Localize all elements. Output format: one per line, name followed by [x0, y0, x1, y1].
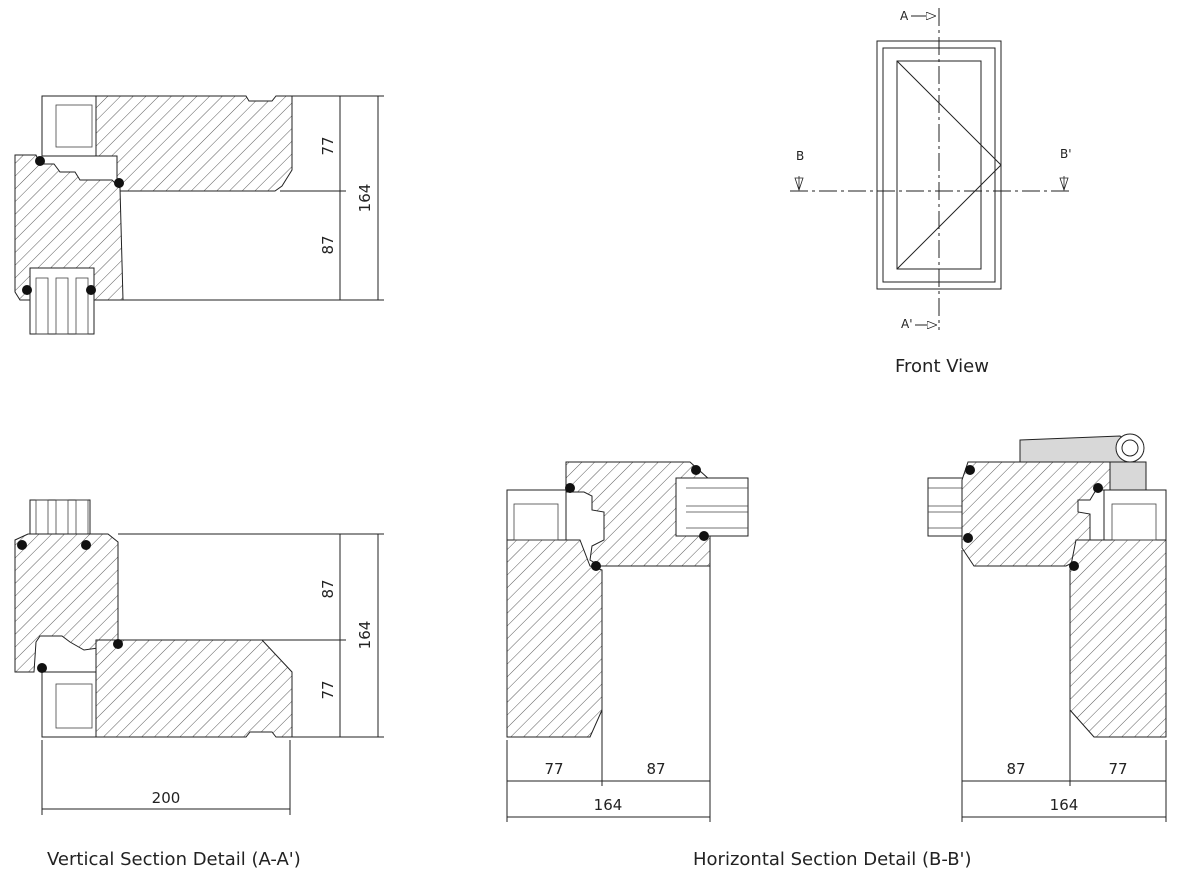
hsl-seal-3	[699, 531, 709, 541]
dim-width-200: 200	[152, 789, 181, 807]
hsl-chamber-inner	[513, 503, 559, 541]
dim-bottom-87: 87	[319, 579, 337, 598]
hsr-dim-164: 164	[1050, 796, 1079, 814]
hsl-seal-4	[591, 561, 601, 571]
head-chamber-inner	[55, 104, 93, 148]
sill-seal-4	[37, 663, 47, 673]
hsr-chamber-inner	[1111, 503, 1157, 541]
head-glazing	[29, 267, 95, 335]
head-seal-2	[114, 178, 124, 188]
sill-chamber-inner	[55, 683, 93, 729]
sill-seal-2	[81, 540, 91, 550]
front-view: A A' B B'	[790, 8, 1072, 331]
head-seal-3	[22, 285, 32, 295]
section-a-prime-label: A'	[901, 317, 913, 331]
horizontal-section-left: 77 87 164	[506, 461, 749, 822]
hsl-thermal-chamber	[506, 489, 567, 541]
caption-front-view: Front View	[895, 356, 989, 377]
vertical-section-bottom: 87 77 164 200	[14, 499, 384, 815]
section-b-label: B	[796, 149, 804, 163]
head-frame-profile	[95, 95, 293, 192]
sill-frame-profile	[95, 639, 293, 738]
hsr-seal-3	[1093, 483, 1103, 493]
vertical-section-top: 77 87 164	[14, 95, 384, 335]
head-seal-1	[35, 156, 45, 166]
section-b-arrow	[794, 176, 804, 192]
hsr-seal-2	[963, 533, 973, 543]
head-seal-4	[86, 285, 96, 295]
sill-seal-1	[17, 540, 27, 550]
dim-bottom-164: 164	[356, 621, 374, 650]
hsl-seal-2	[691, 465, 701, 475]
section-b-prime-arrow	[1059, 176, 1069, 192]
hsr-frame-profile	[1069, 539, 1167, 738]
head-thermal-chamber	[41, 95, 97, 157]
head-glass-pane-3	[75, 277, 89, 335]
dim-top-77: 77	[319, 136, 337, 155]
sill-thermal-chamber	[41, 671, 97, 738]
hsr-hinge-leaf	[1109, 461, 1147, 491]
caption-horizontal-section: Horizontal Section Detail (B-B')	[693, 849, 972, 870]
dim-top-87: 87	[319, 235, 337, 254]
hsr-dim-87: 87	[1006, 760, 1025, 778]
section-b-prime-label: B'	[1060, 147, 1072, 161]
hsl-dim-77: 77	[544, 760, 563, 778]
section-a-label: A	[900, 9, 909, 23]
hsr-thermal-chamber	[1103, 489, 1167, 541]
head-glass-pane-2	[55, 277, 69, 335]
sill-sash-profile	[14, 533, 119, 673]
hsl-seal-1	[565, 483, 575, 493]
head-glass-pane-1	[35, 277, 49, 335]
dim-bottom-77: 77	[319, 680, 337, 699]
hsl-glazing	[675, 477, 749, 537]
hsr-seal-1	[965, 465, 975, 475]
caption-vertical-section: Vertical Section Detail (A-A')	[47, 849, 301, 870]
hsl-frame-profile	[506, 539, 603, 738]
front-opening-triangle	[896, 60, 1002, 270]
hsl-dim-87: 87	[646, 760, 665, 778]
hsr-seal-4	[1069, 561, 1079, 571]
sill-seal-3	[113, 639, 123, 649]
hsl-dim-164: 164	[594, 796, 623, 814]
horizontal-section-right: 87 77 164	[927, 433, 1167, 822]
dim-top-164: 164	[356, 184, 374, 213]
hsr-dim-77: 77	[1108, 760, 1127, 778]
